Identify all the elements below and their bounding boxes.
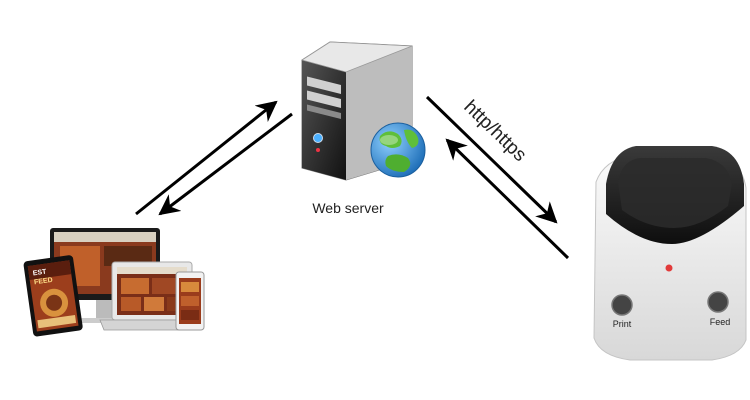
feed-button-icon [707, 291, 729, 313]
print-button-label: Print [613, 319, 632, 329]
arrow-devices-to-server [135, 100, 278, 216]
print-button-icon [611, 294, 633, 316]
client-devices-icon: EST FEED [23, 228, 205, 337]
arrow-printer-to-server [445, 138, 570, 260]
arrow-server-to-printer [425, 95, 558, 224]
tablet-icon: EST FEED [23, 255, 83, 337]
tablet-small-icon [175, 271, 205, 331]
receipt-printer-icon: Print Feed [593, 146, 747, 361]
protocol-label: http/https [460, 96, 531, 165]
arrow-server-to-devices [158, 112, 293, 216]
tablet-screen-text-1: EST [32, 268, 47, 277]
globe-icon [370, 122, 426, 178]
tablet-screen-text-2: FEED [34, 277, 53, 287]
server-label: Web server [312, 200, 384, 216]
feed-button-label: Feed [710, 317, 731, 327]
web-server-icon [301, 41, 413, 181]
printer-led-icon [665, 264, 673, 272]
